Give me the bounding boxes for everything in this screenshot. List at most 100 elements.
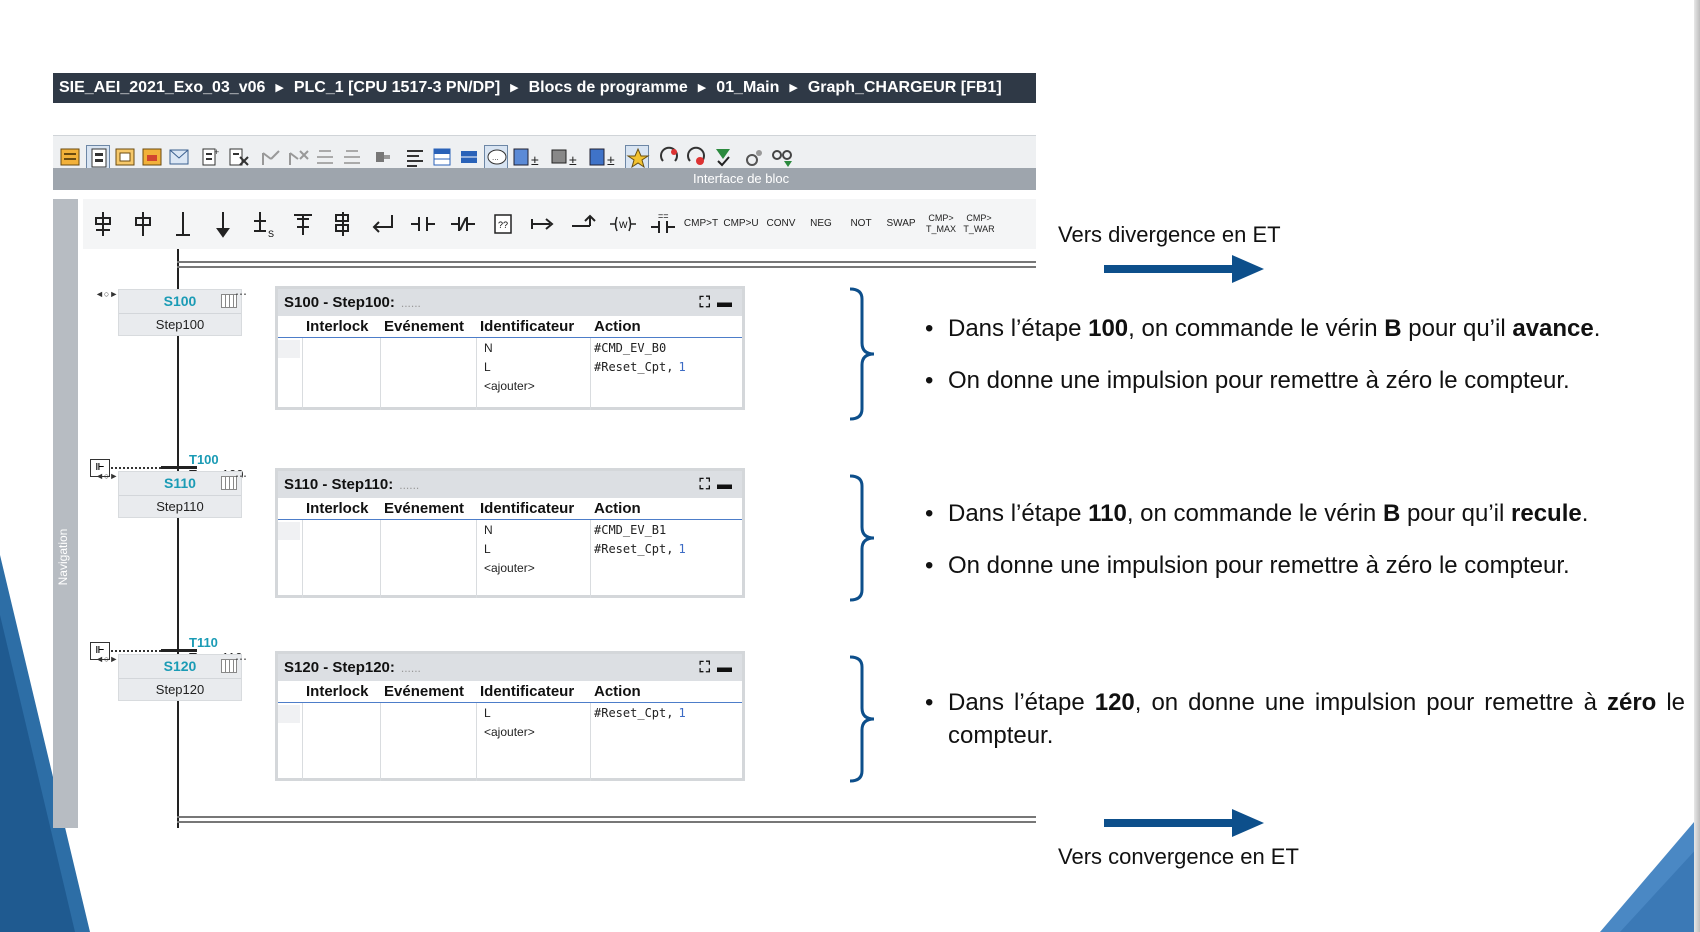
- expand-icon[interactable]: ⛶: [699, 294, 710, 311]
- view-sequence-icon[interactable]: [58, 145, 82, 169]
- breadcrumb-item-graph[interactable]: Graph_CHARGEUR [FB1]: [807, 79, 1002, 96]
- list-icon[interactable]: [403, 145, 427, 169]
- step-transition-icon[interactable]: [83, 205, 123, 243]
- step-marker-icon: ◄○►: [95, 471, 119, 481]
- step-actions-icon[interactable]: [221, 659, 237, 673]
- download-check-icon[interactable]: [711, 145, 735, 169]
- close-branch-icon[interactable]: [563, 205, 603, 243]
- view-permanent-icon[interactable]: [113, 145, 137, 169]
- step-icon[interactable]: [123, 205, 163, 243]
- branch-s-icon[interactable]: S: [243, 205, 283, 243]
- swap-button[interactable]: SWAP: [886, 218, 916, 229]
- open-branch-icon[interactable]: [523, 205, 563, 243]
- cmp-tmax-button[interactable]: CMP> T_MAX: [925, 213, 956, 234]
- transition-ladder-icon[interactable]: ⊩: [90, 459, 110, 477]
- table-filled-icon[interactable]: [457, 145, 481, 169]
- transition-ladder-icon[interactable]: ⊩: [90, 642, 110, 660]
- row-action[interactable]: #Reset_Cpt,1: [594, 704, 686, 723]
- cmp-twar-button[interactable]: CMP> T_WAR: [963, 213, 995, 234]
- step-s100[interactable]: S100 Step100: [118, 289, 242, 336]
- conv-button[interactable]: CONV: [766, 218, 796, 229]
- cmp-t-button[interactable]: CMP>T: [683, 218, 719, 229]
- add-row[interactable]: <ajouter>: [484, 725, 535, 739]
- step-comment[interactable]: ......: [399, 478, 420, 492]
- jump-icon[interactable]: [203, 205, 243, 243]
- row-action[interactable]: #CMD_EV_B0: [594, 339, 666, 358]
- row-identifier[interactable]: L: [484, 706, 491, 720]
- cross-reference-icon[interactable]: ±: [587, 145, 619, 169]
- block-interface-bar[interactable]: [53, 168, 1036, 190]
- step-s120[interactable]: S120 Step120: [118, 654, 242, 701]
- row-identifier[interactable]: L: [484, 542, 491, 556]
- glasses-icon[interactable]: [770, 145, 794, 169]
- breadcrumb-item-blocks[interactable]: Blocs de programme: [528, 79, 688, 96]
- row-selector[interactable]: [278, 340, 300, 358]
- action-table-s110[interactable]: S110 - Step110:...... ⛶ ▬ Interlock Evén…: [275, 468, 745, 598]
- action-table-s120[interactable]: S120 - Step120:...... ⛶ ▬ Interlock Evén…: [275, 651, 745, 781]
- view-single-step-icon[interactable]: [86, 145, 110, 169]
- expand-icon[interactable]: ⛶: [699, 476, 710, 493]
- table-icon[interactable]: [430, 145, 454, 169]
- action-table-s100[interactable]: S100 - Step100:...... ⛶ ▬ Interlock Evén…: [275, 286, 745, 410]
- step-comment[interactable]: ......: [400, 661, 421, 675]
- graph-sequence-area[interactable]: ◄○► S100 Step100 ⋯ S100 - Step100:......…: [83, 249, 1036, 828]
- row-identifier[interactable]: N: [484, 341, 493, 355]
- row-selector[interactable]: [278, 705, 300, 723]
- add-row[interactable]: <ajouter>: [484, 561, 535, 575]
- monitor-on-icon[interactable]: [657, 145, 681, 169]
- row-selector[interactable]: [278, 522, 300, 540]
- monitor-off-icon[interactable]: [684, 145, 708, 169]
- row-identifier[interactable]: L: [484, 360, 491, 374]
- minimize-icon[interactable]: ▬: [717, 294, 732, 311]
- minimize-icon[interactable]: ▬: [717, 476, 732, 493]
- navigation-strip[interactable]: [53, 199, 78, 828]
- bullet-icon: •: [925, 315, 934, 342]
- breadcrumb-item-plc[interactable]: PLC_1 [CPU 1517-3 PN/DP]: [293, 79, 501, 96]
- transition-bar[interactable]: [161, 649, 197, 652]
- network-icon-2[interactable]: [286, 145, 310, 169]
- compare-eq-icon[interactable]: ==: [643, 205, 683, 243]
- coil-w-icon[interactable]: W: [603, 205, 643, 243]
- return-icon[interactable]: [363, 205, 403, 243]
- tag-download-icon[interactable]: ±: [511, 145, 543, 169]
- block-interface-label[interactable]: Interface de bloc: [693, 171, 790, 186]
- breadcrumb-item-project[interactable]: SIE_AEI_2021_Exo_03_v06: [59, 79, 266, 96]
- settings-icon[interactable]: [743, 145, 767, 169]
- cmp-u-button[interactable]: CMP>U: [723, 218, 759, 229]
- empty-box-icon[interactable]: ??: [483, 205, 523, 243]
- view-alarm-icon[interactable]: [140, 145, 164, 169]
- not-button[interactable]: NOT: [850, 218, 872, 229]
- row-action[interactable]: #CMD_EV_B1: [594, 521, 666, 540]
- step-s110[interactable]: S110 Step110: [118, 471, 242, 518]
- step-actions-icon[interactable]: [221, 294, 237, 308]
- cylinder-name: B: [1382, 500, 1401, 527]
- row-action[interactable]: #Reset_Cpt,1: [594, 540, 686, 559]
- alternative-branch-icon[interactable]: [283, 205, 323, 243]
- svg-text:±: ±: [531, 152, 539, 168]
- view-message-icon[interactable]: [167, 145, 191, 169]
- network-icon-3[interactable]: [313, 145, 337, 169]
- minimize-icon[interactable]: ▬: [717, 659, 732, 676]
- device-download-icon[interactable]: ±: [549, 145, 581, 169]
- transition-bar[interactable]: [161, 466, 197, 469]
- add-row[interactable]: <ajouter>: [484, 379, 535, 393]
- neg-button[interactable]: NEG: [810, 218, 832, 229]
- step-comment[interactable]: ......: [400, 296, 421, 310]
- breadcrumb-item-main[interactable]: 01_Main: [716, 79, 780, 96]
- step-actions-icon[interactable]: [221, 476, 237, 490]
- plug-icon[interactable]: [371, 145, 395, 169]
- transition-icon[interactable]: [163, 205, 203, 243]
- delete-step-icon[interactable]: [226, 145, 250, 169]
- network-icon-1[interactable]: [259, 145, 283, 169]
- comment-icon[interactable]: ...: [484, 145, 508, 169]
- row-action[interactable]: #Reset_Cpt,1: [594, 358, 686, 377]
- no-contact-icon[interactable]: [403, 205, 443, 243]
- insert-step-icon[interactable]: +: [199, 145, 223, 169]
- row-identifier[interactable]: N: [484, 523, 493, 537]
- simultaneous-branch-icon[interactable]: [323, 205, 363, 243]
- text: Dans l’étape: [948, 689, 1095, 716]
- nc-contact-icon[interactable]: [443, 205, 483, 243]
- network-icon-4[interactable]: [340, 145, 364, 169]
- favorites-icon[interactable]: [625, 145, 650, 169]
- expand-icon[interactable]: ⛶: [699, 659, 710, 676]
